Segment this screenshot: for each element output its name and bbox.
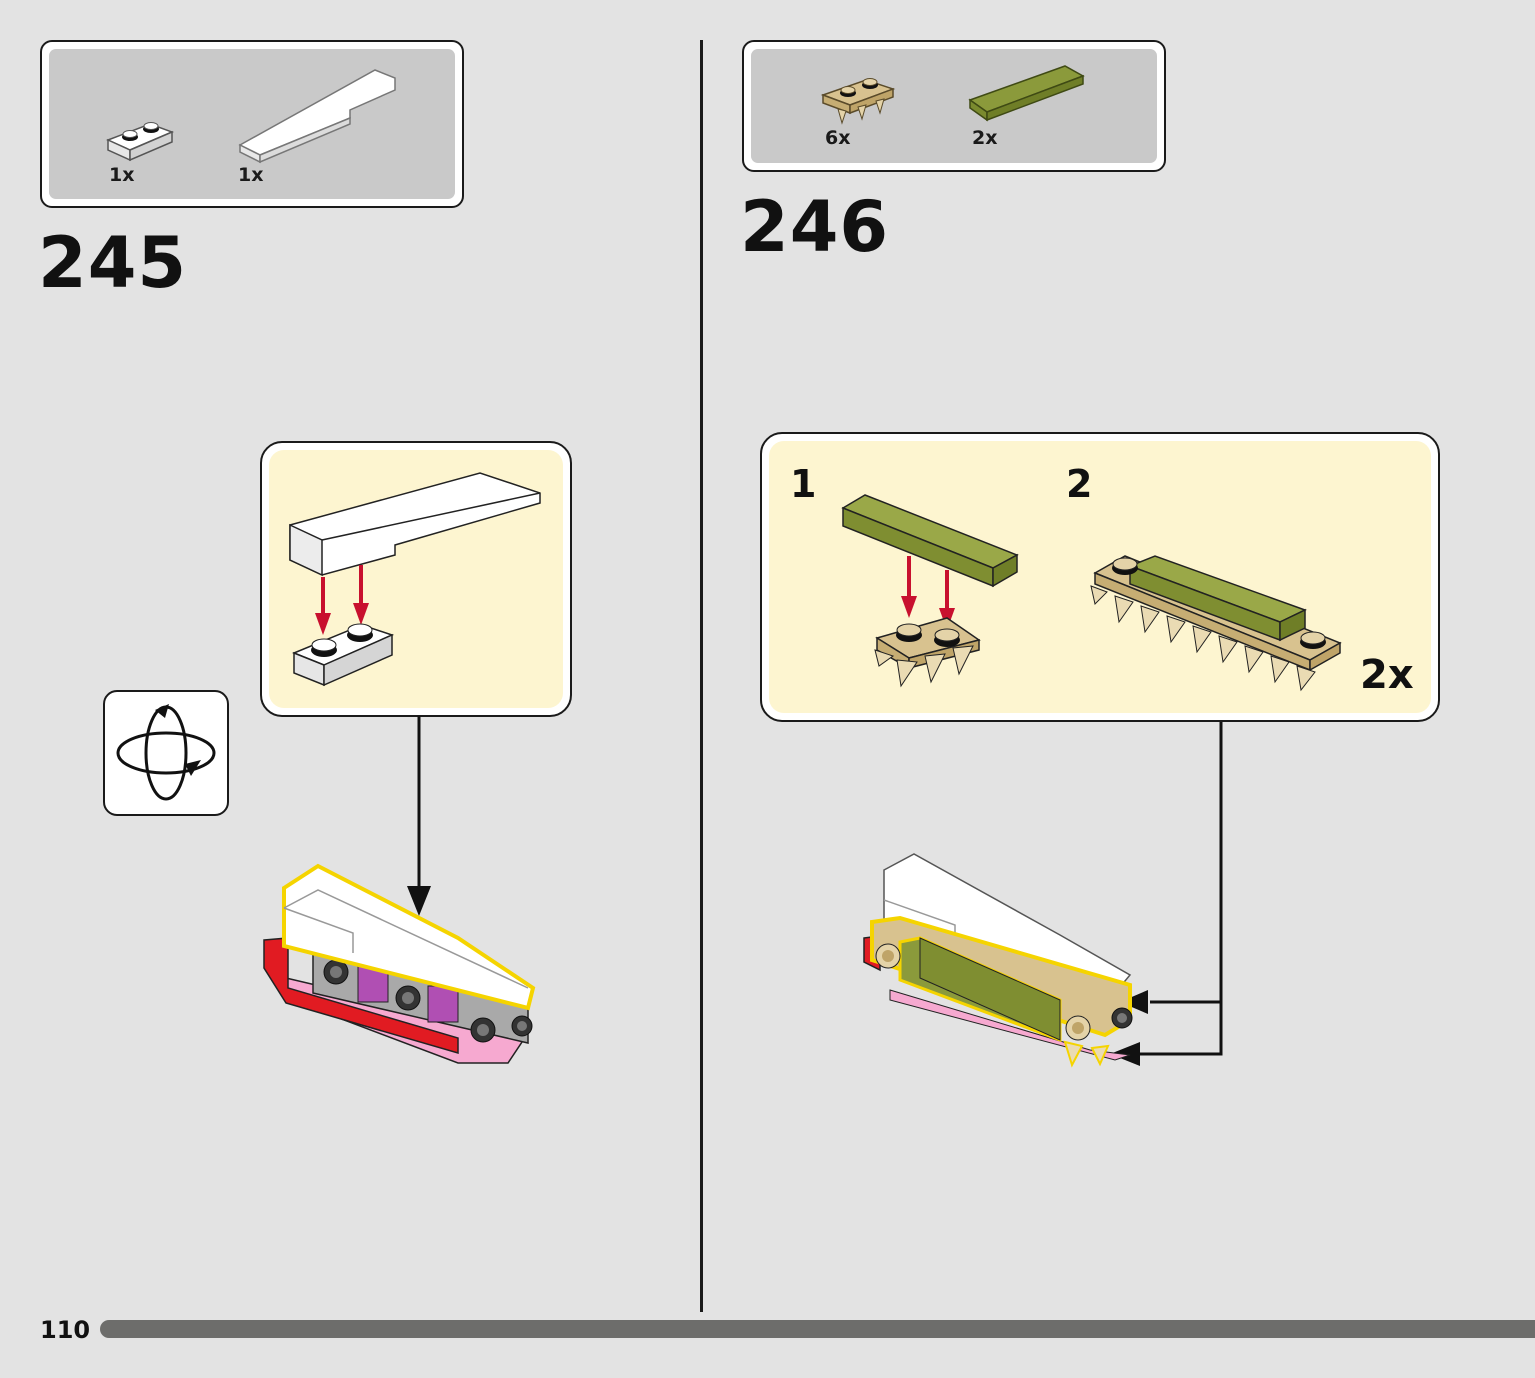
- page-number: 110: [40, 1316, 91, 1344]
- white-wedge-slope-icon: [238, 69, 396, 164]
- olive-tile-1x6-icon: [968, 65, 1085, 122]
- substep-2-illustration: [1090, 555, 1342, 692]
- parts-list-246-bg: [751, 49, 1157, 163]
- callout-245-assembly-illustration: [289, 472, 541, 687]
- substep-1-illustration: [841, 494, 1019, 688]
- rotate-model-button: [103, 690, 229, 816]
- parts-list-245: [40, 40, 464, 208]
- progress-bar: [100, 1320, 1535, 1338]
- step-number-245: 245: [38, 222, 188, 304]
- model-assembly-245: [263, 863, 536, 1064]
- parts-list-246: [742, 40, 1166, 172]
- part-qty-246-2: 2x: [972, 127, 998, 149]
- callout-connector-245: [407, 716, 431, 916]
- substep-number-1: 1: [790, 462, 817, 506]
- tan-plate-with-teeth-icon: [820, 78, 896, 125]
- callout-multiplier: 2x: [1360, 652, 1414, 698]
- step-number-246: 246: [740, 186, 890, 268]
- callout-connector-246: [1110, 722, 1223, 1066]
- part-qty-245-1: 1x: [109, 164, 135, 186]
- white-plate-1x2-icon: [106, 122, 175, 162]
- part-qty-245-2: 1x: [238, 164, 264, 186]
- model-assembly-246: [863, 853, 1133, 1068]
- substep-number-2: 2: [1066, 462, 1093, 506]
- parts-list-245-bg: [49, 49, 455, 199]
- part-qty-246-1: 6x: [825, 127, 851, 149]
- column-divider: [700, 40, 703, 1312]
- rotate-model-icon: [116, 704, 216, 801]
